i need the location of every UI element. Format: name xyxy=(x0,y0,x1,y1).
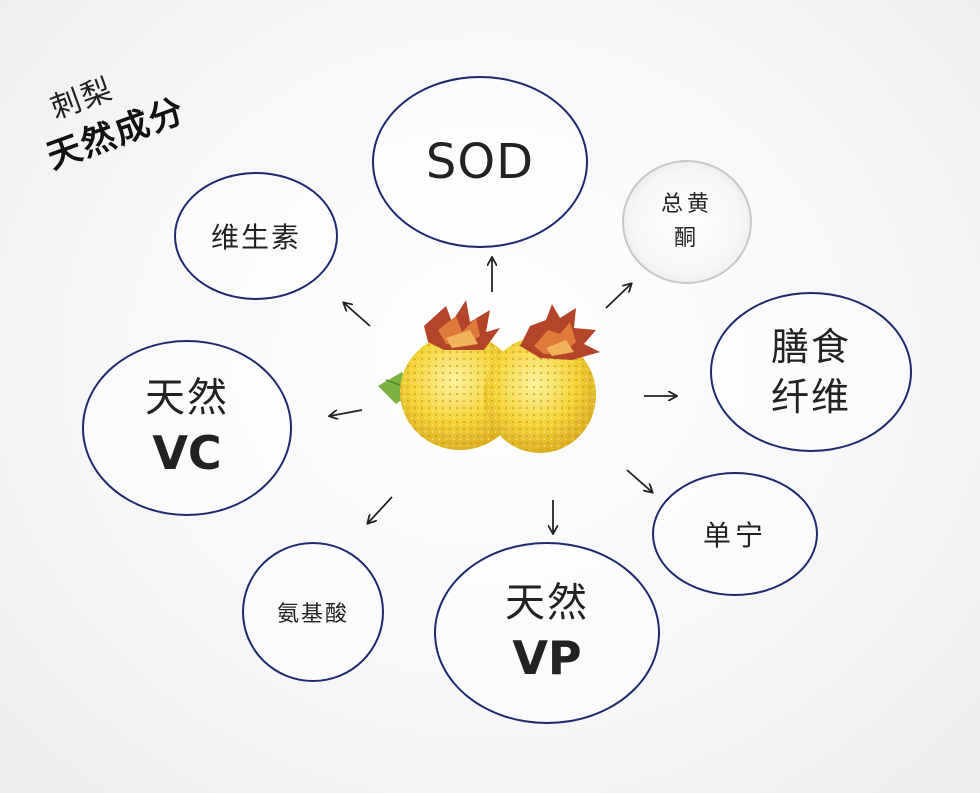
arrow-to-amino-acid xyxy=(368,496,393,523)
fruit-texture-right xyxy=(484,337,596,453)
node-flavonoid: 总黄 酮 xyxy=(622,160,752,284)
node-natural-vp: 天然 VP xyxy=(434,542,660,724)
arrows xyxy=(330,258,676,533)
node-dietary-fiber-label-1: 膳食 xyxy=(770,325,851,369)
node-flavonoid-label-2: 酮 xyxy=(673,226,700,251)
node-amino-acid: 氨基酸 xyxy=(242,542,384,682)
node-dietary-fiber-label-2: 纤维 xyxy=(770,375,851,419)
node-natural-vp-label-1: 天然 xyxy=(505,580,589,626)
node-natural-vc-label-2: VC xyxy=(152,426,222,480)
arrow-to-tannin xyxy=(626,469,652,492)
node-natural-vc: 天然 VC xyxy=(82,340,292,516)
arrow-to-vitamin xyxy=(344,303,371,327)
node-amino-acid-label: 氨基酸 xyxy=(276,602,349,627)
fruit-crown-right xyxy=(520,304,600,360)
prickly-pear-fruit-icon xyxy=(378,300,600,453)
node-vitamin: 维生素 xyxy=(174,172,338,300)
node-flavonoid-label-1: 总黄 xyxy=(660,192,713,217)
arrow-to-natural-vc xyxy=(330,409,363,416)
fruit-crown-left xyxy=(424,300,500,350)
node-tannin: 单宁 xyxy=(652,472,818,596)
node-sod-label: SOD xyxy=(425,134,535,190)
node-vitamin-label: 维生素 xyxy=(210,221,301,254)
node-natural-vp-label-2: VP xyxy=(512,631,582,685)
arrow-to-flavonoid xyxy=(605,284,631,309)
node-dietary-fiber: 膳食 纤维 xyxy=(710,292,912,452)
node-tannin-label: 单宁 xyxy=(702,519,767,552)
node-natural-vc-label-1: 天然 xyxy=(145,375,229,421)
node-sod: SOD xyxy=(372,76,588,248)
